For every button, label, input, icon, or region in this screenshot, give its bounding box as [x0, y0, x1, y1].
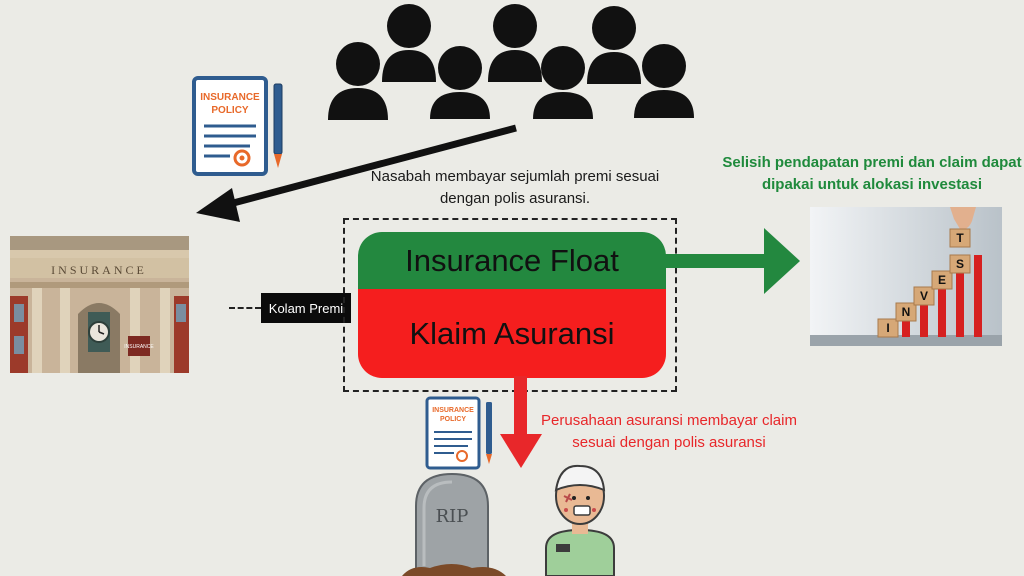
- invest-block-t: T: [956, 231, 964, 245]
- invest-block-v: V: [920, 289, 928, 303]
- claim-payment-arrow: [500, 376, 542, 468]
- people-group-icon: [328, 4, 694, 120]
- tombstone-icon: RIP: [402, 472, 506, 576]
- policy-title-line1: INSURANCE: [432, 407, 474, 414]
- invest-block-e: E: [938, 273, 946, 287]
- premium-pool-box: [343, 218, 677, 392]
- invest-block-s: S: [956, 257, 964, 271]
- kolam-premi-label: Kolam Premi: [261, 293, 351, 323]
- insurance-float-label: Insurance Float: [358, 232, 666, 289]
- building-banner-text: INSURANCE: [124, 344, 154, 350]
- policy-title-line1: INSURANCE: [200, 92, 260, 103]
- invest-block-n: N: [902, 305, 911, 319]
- building-photo: INSURANCE INSURANCE: [10, 236, 189, 373]
- claims-label: Klaim Asuransi: [358, 289, 666, 378]
- tombstone-text: RIP: [436, 506, 469, 527]
- investment-arrow: [664, 228, 800, 294]
- company-pays-caption: Perusahaan asuransi membayar claim sesua…: [541, 412, 797, 451]
- invest-photo: I N V E S T: [810, 207, 1002, 346]
- invest-block-i: I: [886, 321, 889, 335]
- float-claims-block: Insurance Float Klaim Asuransi: [358, 232, 666, 378]
- policy-title-line2: POLICY: [211, 105, 249, 116]
- building-sign-text: INSURANCE: [51, 263, 147, 277]
- insurance-policy-icon: INSURANCE POLICY: [192, 76, 283, 176]
- customers-pay-caption: Nasabah membayar sejumlah premi sesuai d…: [370, 168, 660, 207]
- insurance-policy-icon: INSURANCE POLICY: [425, 396, 492, 470]
- kolam-premi-connector: [229, 307, 261, 309]
- injured-person-icon: [545, 464, 615, 576]
- policy-title-line2: POLICY: [440, 416, 466, 423]
- investment-caption: Selisih pendapatan premi dan claim dapat…: [722, 154, 1022, 193]
